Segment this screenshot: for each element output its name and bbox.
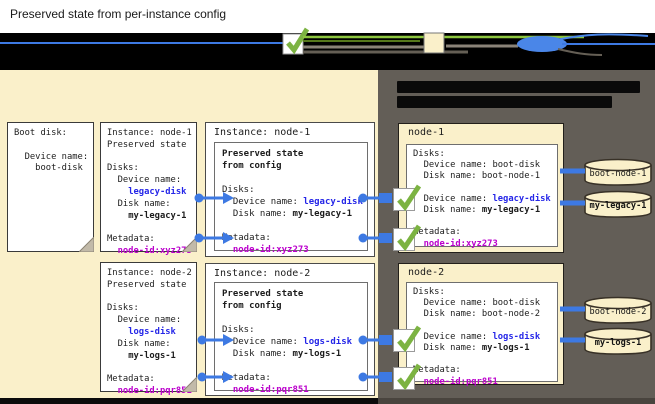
applied-check-box bbox=[393, 363, 422, 391]
bottom-border-right bbox=[378, 398, 655, 404]
legend-blue-curve bbox=[555, 33, 649, 41]
managed-instance-title: Instance: node-1 bbox=[214, 127, 311, 138]
cylinder-icon bbox=[584, 158, 652, 186]
disk-label: boot-node-1 bbox=[589, 169, 647, 179]
disk-cylinder-my-logs-1: my-logs-1 bbox=[583, 327, 653, 356]
disk-label: boot-node-2 bbox=[589, 307, 647, 317]
vm-card-node-2: node-2 Disks: Device name: boot-disk Dis… bbox=[398, 263, 564, 387]
legend-gray-curve bbox=[557, 48, 603, 56]
vm-card-node-1: node-1 Disks: Device name: boot-disk Dis… bbox=[398, 123, 564, 253]
applied-check-mark bbox=[286, 27, 310, 55]
legend-band bbox=[0, 27, 655, 70]
disk-oval-icon bbox=[517, 36, 567, 52]
redacted-header-line1 bbox=[397, 81, 640, 93]
page-title: Preserved state from per-instance config bbox=[10, 7, 227, 21]
per-instance-config-swatch bbox=[423, 32, 445, 54]
legend-graphics bbox=[0, 27, 655, 56]
cylinder-icon bbox=[584, 190, 652, 218]
folded-corner bbox=[79, 237, 94, 252]
disk-cylinder-my-legacy-1: my-legacy-1 bbox=[583, 190, 653, 219]
vm-state-box: Disks: Device name: boot-disk Disk name:… bbox=[406, 144, 558, 249]
applied-check-box bbox=[393, 224, 422, 252]
bottom-border-left bbox=[0, 398, 378, 404]
cylinder-icon bbox=[584, 296, 652, 324]
vm-card-node-1-text: Disks: Device name: boot-disk Disk name:… bbox=[413, 149, 551, 249]
cylinder-icon bbox=[584, 327, 652, 355]
instance-template-card-text: Boot disk: Device name: boot-disk bbox=[14, 128, 89, 174]
applied-check-icon bbox=[397, 325, 422, 353]
disk-label: my-logs-1 bbox=[594, 338, 642, 348]
applied-check-box bbox=[393, 184, 422, 212]
instance-template-card: Boot disk: Device name: boot-disk bbox=[7, 122, 94, 252]
disk-cylinder-boot-node-2: boot-node-2 bbox=[583, 296, 653, 325]
applied-check-box bbox=[393, 325, 422, 353]
redacted-header-line2 bbox=[397, 96, 612, 108]
vm-state-box: Disks: Device name: boot-disk Disk name:… bbox=[406, 282, 558, 387]
disk-label: my-legacy-1 bbox=[589, 201, 647, 211]
vm-title: node-1 bbox=[408, 127, 445, 138]
applied-check-icon bbox=[397, 184, 422, 212]
applied-check-icon bbox=[397, 363, 422, 391]
managed-instance-title: Instance: node-2 bbox=[214, 268, 311, 279]
vm-title: node-2 bbox=[408, 267, 445, 278]
vm-card-node-2-text: Disks: Device name: boot-disk Disk name:… bbox=[413, 287, 541, 387]
disk-cylinder-boot-node-1: boot-node-1 bbox=[583, 158, 653, 187]
applied-check-icon bbox=[397, 224, 422, 252]
folded-corner bbox=[182, 237, 197, 252]
folded-corner bbox=[182, 377, 197, 392]
